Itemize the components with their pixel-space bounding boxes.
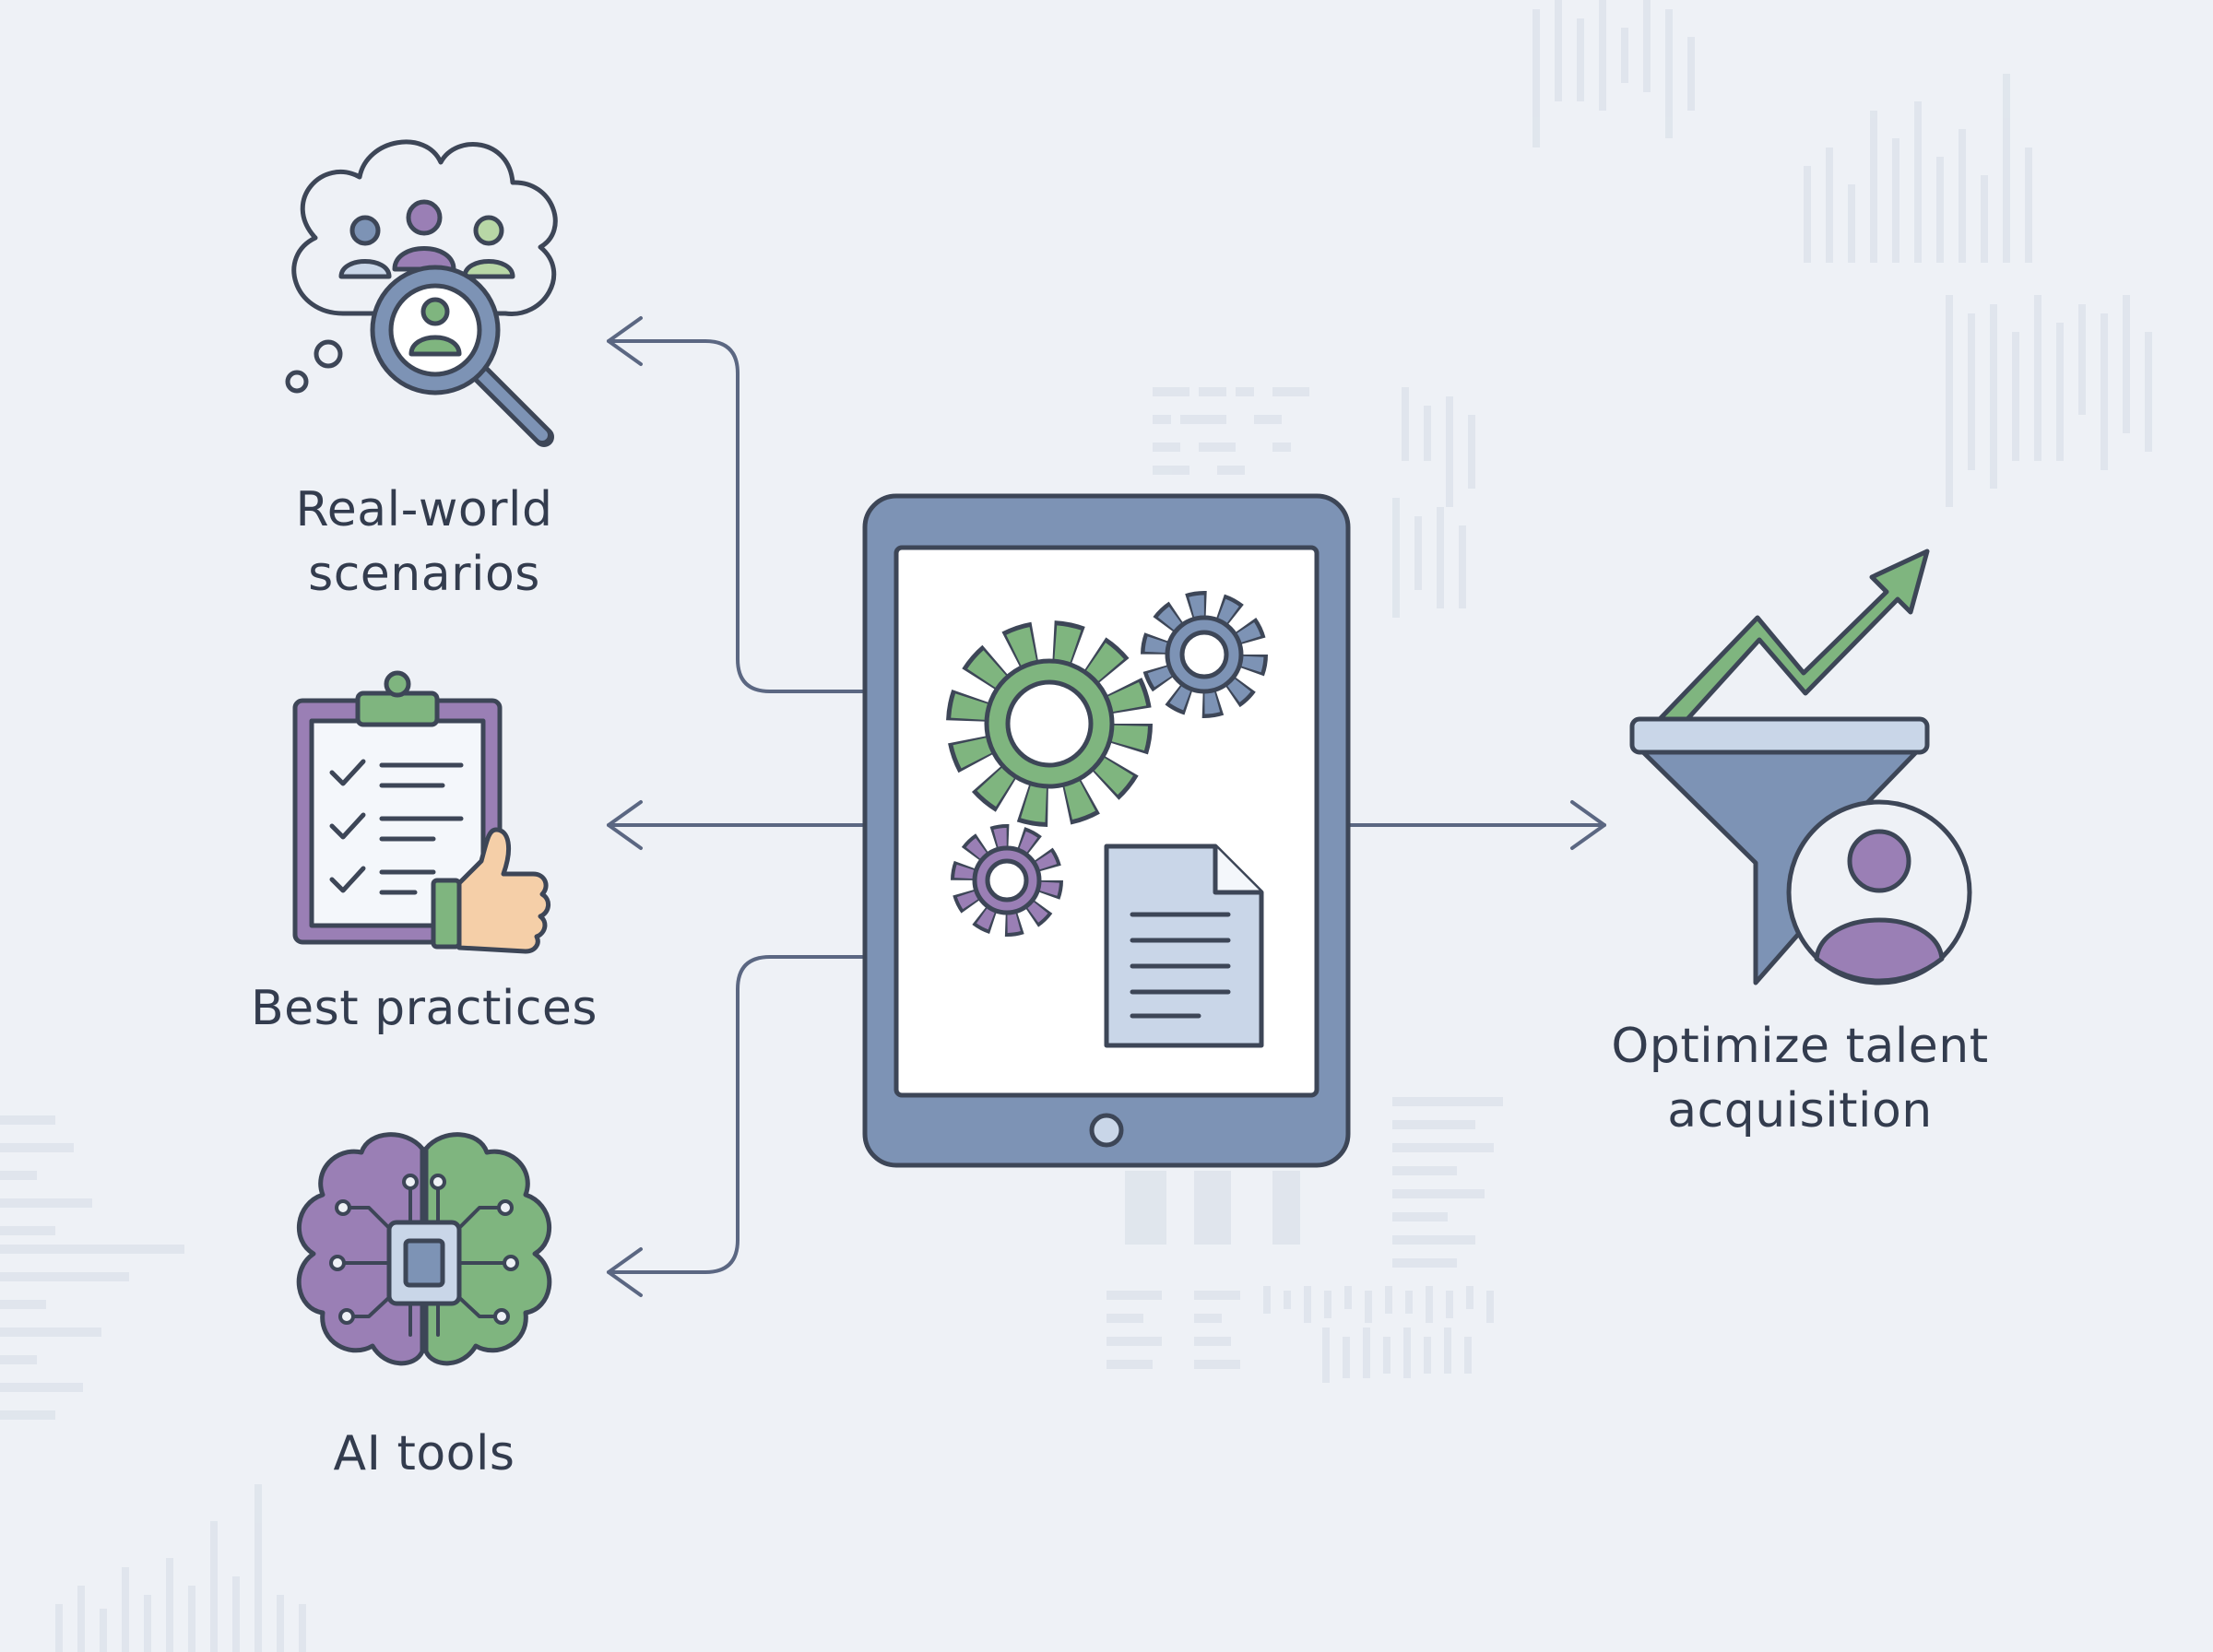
arrowhead-best-practices xyxy=(607,800,643,850)
label-real-world-line2: scenarios xyxy=(308,547,540,602)
growth-arrow-icon xyxy=(1657,549,1930,722)
candidate-avatar-icon xyxy=(1786,799,1972,985)
tablet-gears-document-icon xyxy=(862,493,1351,1168)
label-optimize-talent-acquisition: Optimize talent acquisition xyxy=(1560,1014,2040,1143)
funnel-growth-person-icon xyxy=(1629,549,1972,985)
circuit-nodes xyxy=(329,1174,519,1325)
ai-chip-core xyxy=(403,1238,445,1288)
person-icon-right xyxy=(462,215,515,279)
arrowhead-optimize xyxy=(1570,800,1606,850)
tablet-home-button xyxy=(1089,1113,1124,1148)
label-optimize-line1: Optimize talent xyxy=(1611,1019,1989,1074)
thought-bubble-small xyxy=(285,370,309,394)
label-real-world-scenarios: Real-world scenarios xyxy=(184,478,664,607)
arrowhead-real-world xyxy=(607,316,643,366)
clipboard-clip-hole xyxy=(384,670,411,698)
label-real-world-line1: Real-world xyxy=(295,482,553,537)
label-best-practices: Best practices xyxy=(250,981,598,1036)
person-icon-left xyxy=(338,215,392,279)
brain-left-hemisphere xyxy=(296,1132,425,1366)
document-icon xyxy=(1104,844,1264,1048)
gear-small-top-icon xyxy=(1141,591,1268,718)
clipboard-thumbs-up-icon xyxy=(292,670,550,954)
ai-brain-chip-icon xyxy=(296,1132,552,1366)
label-optimize-line2: acquisition xyxy=(1667,1083,1933,1139)
people-search-cloud-icon xyxy=(285,139,558,447)
arrow-to-real-world xyxy=(607,339,864,693)
funnel-rim xyxy=(1629,716,1930,755)
magnifier-icon xyxy=(370,265,554,447)
connector-arrows xyxy=(607,316,1606,1297)
arrowhead-ai-tools xyxy=(607,1247,643,1297)
thumbs-up-icon xyxy=(431,827,550,954)
background-pattern xyxy=(0,0,2152,1652)
thought-bubble-large xyxy=(314,339,343,369)
arrow-to-ai-tools xyxy=(607,955,864,1274)
person-icon-center xyxy=(392,199,456,272)
brain-right-hemisphere xyxy=(423,1132,552,1366)
gear-large-icon xyxy=(946,620,1153,827)
checklist-icon xyxy=(329,759,464,895)
gear-small-bottom-icon xyxy=(951,824,1063,937)
clipboard-clip xyxy=(355,690,440,727)
label-ai-tools: AI tools xyxy=(333,1426,515,1481)
